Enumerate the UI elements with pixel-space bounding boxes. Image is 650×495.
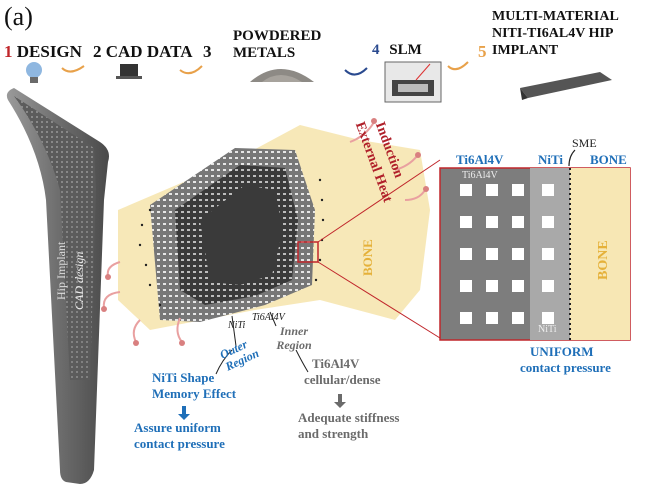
- zoom-niti-header: NiTi: [538, 152, 564, 167]
- arrow-2-icon: [179, 65, 203, 75]
- lattice-cell: [512, 312, 524, 324]
- implant-label-2: CAD design: [72, 251, 86, 310]
- step-4-label: SLM: [389, 42, 422, 58]
- lattice-cell: [460, 248, 472, 260]
- implant-label-1: Hip Implant: [54, 241, 68, 300]
- panel-label: (a): [4, 2, 33, 31]
- step-4-number: 4: [372, 42, 380, 58]
- step-1-number: 1: [4, 42, 13, 61]
- step-3-number: 3: [203, 42, 212, 61]
- inner-note-3: Adequate stiffness: [298, 410, 400, 425]
- step-2-number: 2: [93, 42, 102, 61]
- ti-small-label: Ti6Al4V: [252, 312, 285, 323]
- step-2: 2 CAD DATA: [93, 42, 192, 62]
- powder-pile-icon: [250, 69, 314, 82]
- implant-thumbnail-icon: [520, 72, 612, 100]
- lattice-cell: [460, 184, 472, 196]
- lattice-cell: [512, 280, 524, 292]
- zoom-ti-header: Ti6Al4V: [456, 152, 504, 167]
- step-3-label: POWDERED METALS: [233, 28, 322, 61]
- zoom-lattice-cells: [460, 184, 554, 324]
- inner-down-arrow-icon: [334, 394, 346, 408]
- arrow-3-icon: [344, 67, 368, 76]
- zoom-source-box: [297, 241, 319, 263]
- outer-note-3: Assure uniform: [134, 420, 221, 435]
- inner-region-label: Inner Region: [276, 324, 312, 352]
- lightbulb-icon: [26, 62, 42, 83]
- zoom-caption-2: contact pressure: [520, 360, 611, 375]
- step-2-label: CAD DATA: [105, 42, 193, 61]
- zoom-caption-1: UNIFORM: [530, 344, 594, 359]
- outer-note-arrow-icon: [215, 349, 233, 375]
- outer-note-2: Memory Effect: [152, 386, 237, 401]
- sme-arrow-icon: [568, 149, 576, 167]
- slm-machine-icon: [384, 61, 442, 103]
- step-1: 1 DESIGN: [4, 42, 82, 62]
- lattice-cell: [512, 248, 524, 260]
- lattice-cell: [486, 216, 498, 228]
- lattice-cell: [460, 280, 472, 292]
- inner-pointer: [269, 311, 277, 327]
- lattice-cell: [512, 216, 524, 228]
- lattice-cell: [512, 184, 524, 196]
- bone-label: BONE: [360, 239, 375, 276]
- lattice-cell: [486, 184, 498, 196]
- zoom-ti-inner: Ti6Al4V: [462, 170, 498, 181]
- step-5-label: MULTI-MATERIAL NITI-TI6AL4V HIP IMPLANT: [492, 9, 619, 58]
- arrow-1-icon: [61, 65, 85, 73]
- lattice-cell: [542, 312, 554, 324]
- outer-down-arrow-icon: [178, 406, 190, 420]
- outer-pointer: [231, 315, 237, 347]
- inner-note-1: Ti6Al4V: [312, 356, 360, 371]
- sme-label: SME: [572, 136, 597, 150]
- zoom-niti-inner: NiTi: [538, 324, 557, 335]
- arrow-4-icon: [447, 61, 469, 71]
- lattice-cell: [486, 248, 498, 260]
- lattice-cell: [542, 248, 554, 260]
- inner-note-4: and strength: [298, 426, 369, 441]
- lattice-cell: [542, 216, 554, 228]
- lattice-cell: [486, 312, 498, 324]
- lattice-cell: [542, 184, 554, 196]
- step-1-label: DESIGN: [16, 42, 82, 61]
- heat-arrows: [101, 118, 429, 346]
- hip-implant-cad: [6, 88, 110, 484]
- step-4: 4 SLM: [372, 42, 422, 59]
- implant-cross-section: [138, 148, 325, 322]
- lattice-cell: [460, 312, 472, 324]
- outer-note-1: NiTi Shape: [152, 370, 215, 385]
- niti-small-label: NiTi: [228, 320, 246, 331]
- zoom-bone-header: BONE: [590, 152, 627, 167]
- inner-note-2: cellular/dense: [304, 372, 381, 387]
- zoom-bone-inner: BONE: [596, 240, 611, 280]
- lattice-cell: [460, 216, 472, 228]
- lattice-cell: [486, 280, 498, 292]
- inner-note-arrow-icon: [295, 349, 309, 373]
- laptop-icon: [116, 64, 142, 79]
- lattice-cell: [542, 280, 554, 292]
- step-5-number: 5: [478, 42, 487, 61]
- outer-note-4: contact pressure: [134, 436, 225, 451]
